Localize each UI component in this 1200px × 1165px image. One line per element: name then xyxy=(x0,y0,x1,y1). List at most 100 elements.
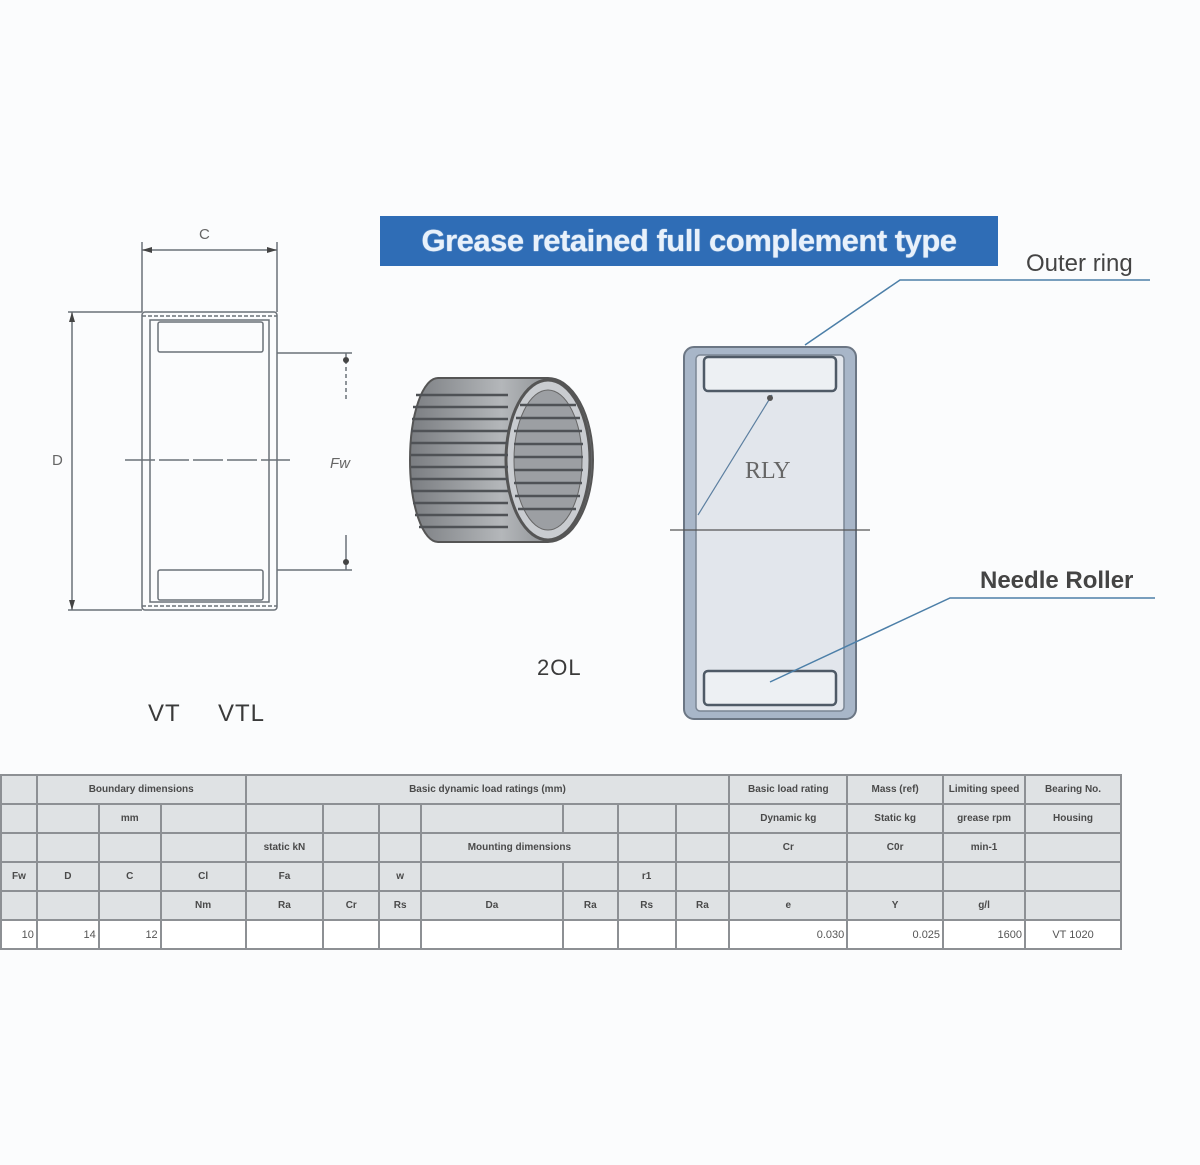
table-header-cell: Dynamic kg xyxy=(728,803,849,834)
table-header-cell: min-1 xyxy=(942,832,1027,863)
table-header-mass: Mass (ref) xyxy=(846,774,945,805)
table-header-cell: Ra xyxy=(244,890,325,921)
table-header-cell xyxy=(674,832,731,863)
table-cell xyxy=(616,919,677,950)
table-header-cell: Cr xyxy=(728,832,849,863)
table-header-cell xyxy=(35,890,100,921)
table-cell: 1600 xyxy=(942,919,1027,950)
table-header-cell xyxy=(244,803,325,834)
dimension-label-c: C xyxy=(199,226,210,243)
table-header-cell xyxy=(420,803,564,834)
bearing-cross-section-drawing xyxy=(68,242,352,611)
table-header-cell xyxy=(159,803,247,834)
table-cell: 0.025 xyxy=(846,919,945,950)
table-cell xyxy=(561,919,619,950)
table-header-cell xyxy=(322,832,381,863)
callout-outer-ring: Outer ring xyxy=(1026,250,1133,277)
table-cell xyxy=(159,919,247,950)
dimension-label-fw: Fw xyxy=(330,455,350,472)
table-header-cell xyxy=(728,861,849,892)
table-header-cell: Nm xyxy=(159,890,247,921)
table-header-cell xyxy=(378,803,423,834)
table-cell: 14 xyxy=(35,919,100,950)
table-header-row-4: Fw D C Cl Fa w r1 xyxy=(0,861,1122,892)
table-header-cell xyxy=(97,832,162,863)
table-header-cell xyxy=(322,861,381,892)
table-header-cell: Fw xyxy=(0,861,38,892)
table-header-cell xyxy=(616,832,677,863)
table-header-row-5: Nm Ra Cr Rs Da Ra Rs Ra e Y g/l xyxy=(0,890,1122,921)
table-header-cell xyxy=(0,774,38,805)
caption-2ol: 2OL xyxy=(537,655,582,680)
table-header-cell xyxy=(420,861,564,892)
table-header-cell: Y xyxy=(846,890,945,921)
table-header-cell: Static kg xyxy=(846,803,945,834)
table-header-cell: Ra xyxy=(674,890,731,921)
table-header-cell xyxy=(561,861,619,892)
inner-section-label: RLY xyxy=(745,458,791,484)
table-header-load-ratings: Basic dynamic load ratings (mm) xyxy=(244,774,731,805)
table-header-cell: r1 xyxy=(616,861,677,892)
table-header-cell xyxy=(35,832,100,863)
table-header-cell: Cr xyxy=(322,890,381,921)
table-header-cell: w xyxy=(378,861,423,892)
table-cell xyxy=(322,919,381,950)
table-cell: 0.030 xyxy=(728,919,849,950)
table-header-cell xyxy=(0,890,38,921)
bearing-section-diagram xyxy=(670,279,1155,720)
caption-vt: VT xyxy=(148,700,181,727)
table-header-cell: Ra xyxy=(561,890,619,921)
table-header-mounting: Mounting dimensions xyxy=(420,832,619,863)
table-header-cell xyxy=(378,832,423,863)
table-cell xyxy=(674,919,731,950)
table-header-cell xyxy=(97,890,162,921)
table-header-cell: Cl xyxy=(159,861,247,892)
table-header-bearing-no: Bearing No. xyxy=(1024,774,1122,805)
table-header-cell: static kN xyxy=(244,832,325,863)
callout-needle-roller: Needle Roller xyxy=(980,567,1134,594)
table-header-row-1: Boundary dimensions Basic dynamic load r… xyxy=(0,774,1122,805)
table-header-cell xyxy=(616,803,677,834)
table-header-cell: C xyxy=(97,861,162,892)
table-header-cell xyxy=(674,803,731,834)
table-cell xyxy=(420,919,564,950)
table-cell xyxy=(378,919,423,950)
table-header-row-3: static kN Mounting dimensions Cr C0r min… xyxy=(0,832,1122,863)
table-header-cell xyxy=(942,861,1027,892)
table-header-cell xyxy=(846,861,945,892)
table-header-cell: C0r xyxy=(846,832,945,863)
table-header-cell: g/l xyxy=(942,890,1027,921)
table-header-cell: D xyxy=(35,861,100,892)
table-header-cell: Fa xyxy=(244,861,325,892)
table-header-cell: Da xyxy=(420,890,564,921)
table-header-cell xyxy=(1024,832,1122,863)
table-header-speed: Limiting speed xyxy=(942,774,1027,805)
spec-table: Boundary dimensions Basic dynamic load r… xyxy=(0,774,1122,950)
table-header-boundary: Boundary dimensions xyxy=(35,774,247,805)
table-header-cell xyxy=(0,832,38,863)
table-header-row-2: mm Dynamic kg Static kg grease rpm Housi… xyxy=(0,803,1122,834)
table-row: 10 14 12 0.030 0.025 1600 VT 1020 xyxy=(0,919,1122,950)
table-header-cell: Housing xyxy=(1024,803,1122,834)
table-header-cell xyxy=(322,803,381,834)
title-banner: Grease retained full complement type xyxy=(380,216,998,266)
table-header-cell: Rs xyxy=(378,890,423,921)
table-header-cell: grease rpm xyxy=(942,803,1027,834)
table-header-basic-load: Basic load rating xyxy=(728,774,849,805)
dimension-label-d: D xyxy=(52,452,63,469)
table-header-cell: Rs xyxy=(616,890,677,921)
caption-vtl: VTL xyxy=(218,700,266,727)
table-cell: VT 1020 xyxy=(1024,919,1122,950)
table-header-cell: mm xyxy=(97,803,162,834)
needle-roller-bearing-image xyxy=(409,377,594,543)
table-cell: 12 xyxy=(97,919,162,950)
table-header-cell: e xyxy=(728,890,849,921)
table-header-cell xyxy=(0,803,38,834)
table-cell xyxy=(244,919,325,950)
table-header-cell xyxy=(35,803,100,834)
table-header-cell xyxy=(561,803,619,834)
table-header-cell xyxy=(1024,890,1122,921)
table-cell: 10 xyxy=(0,919,38,950)
table-header-cell xyxy=(674,861,731,892)
table-header-cell xyxy=(1024,861,1122,892)
